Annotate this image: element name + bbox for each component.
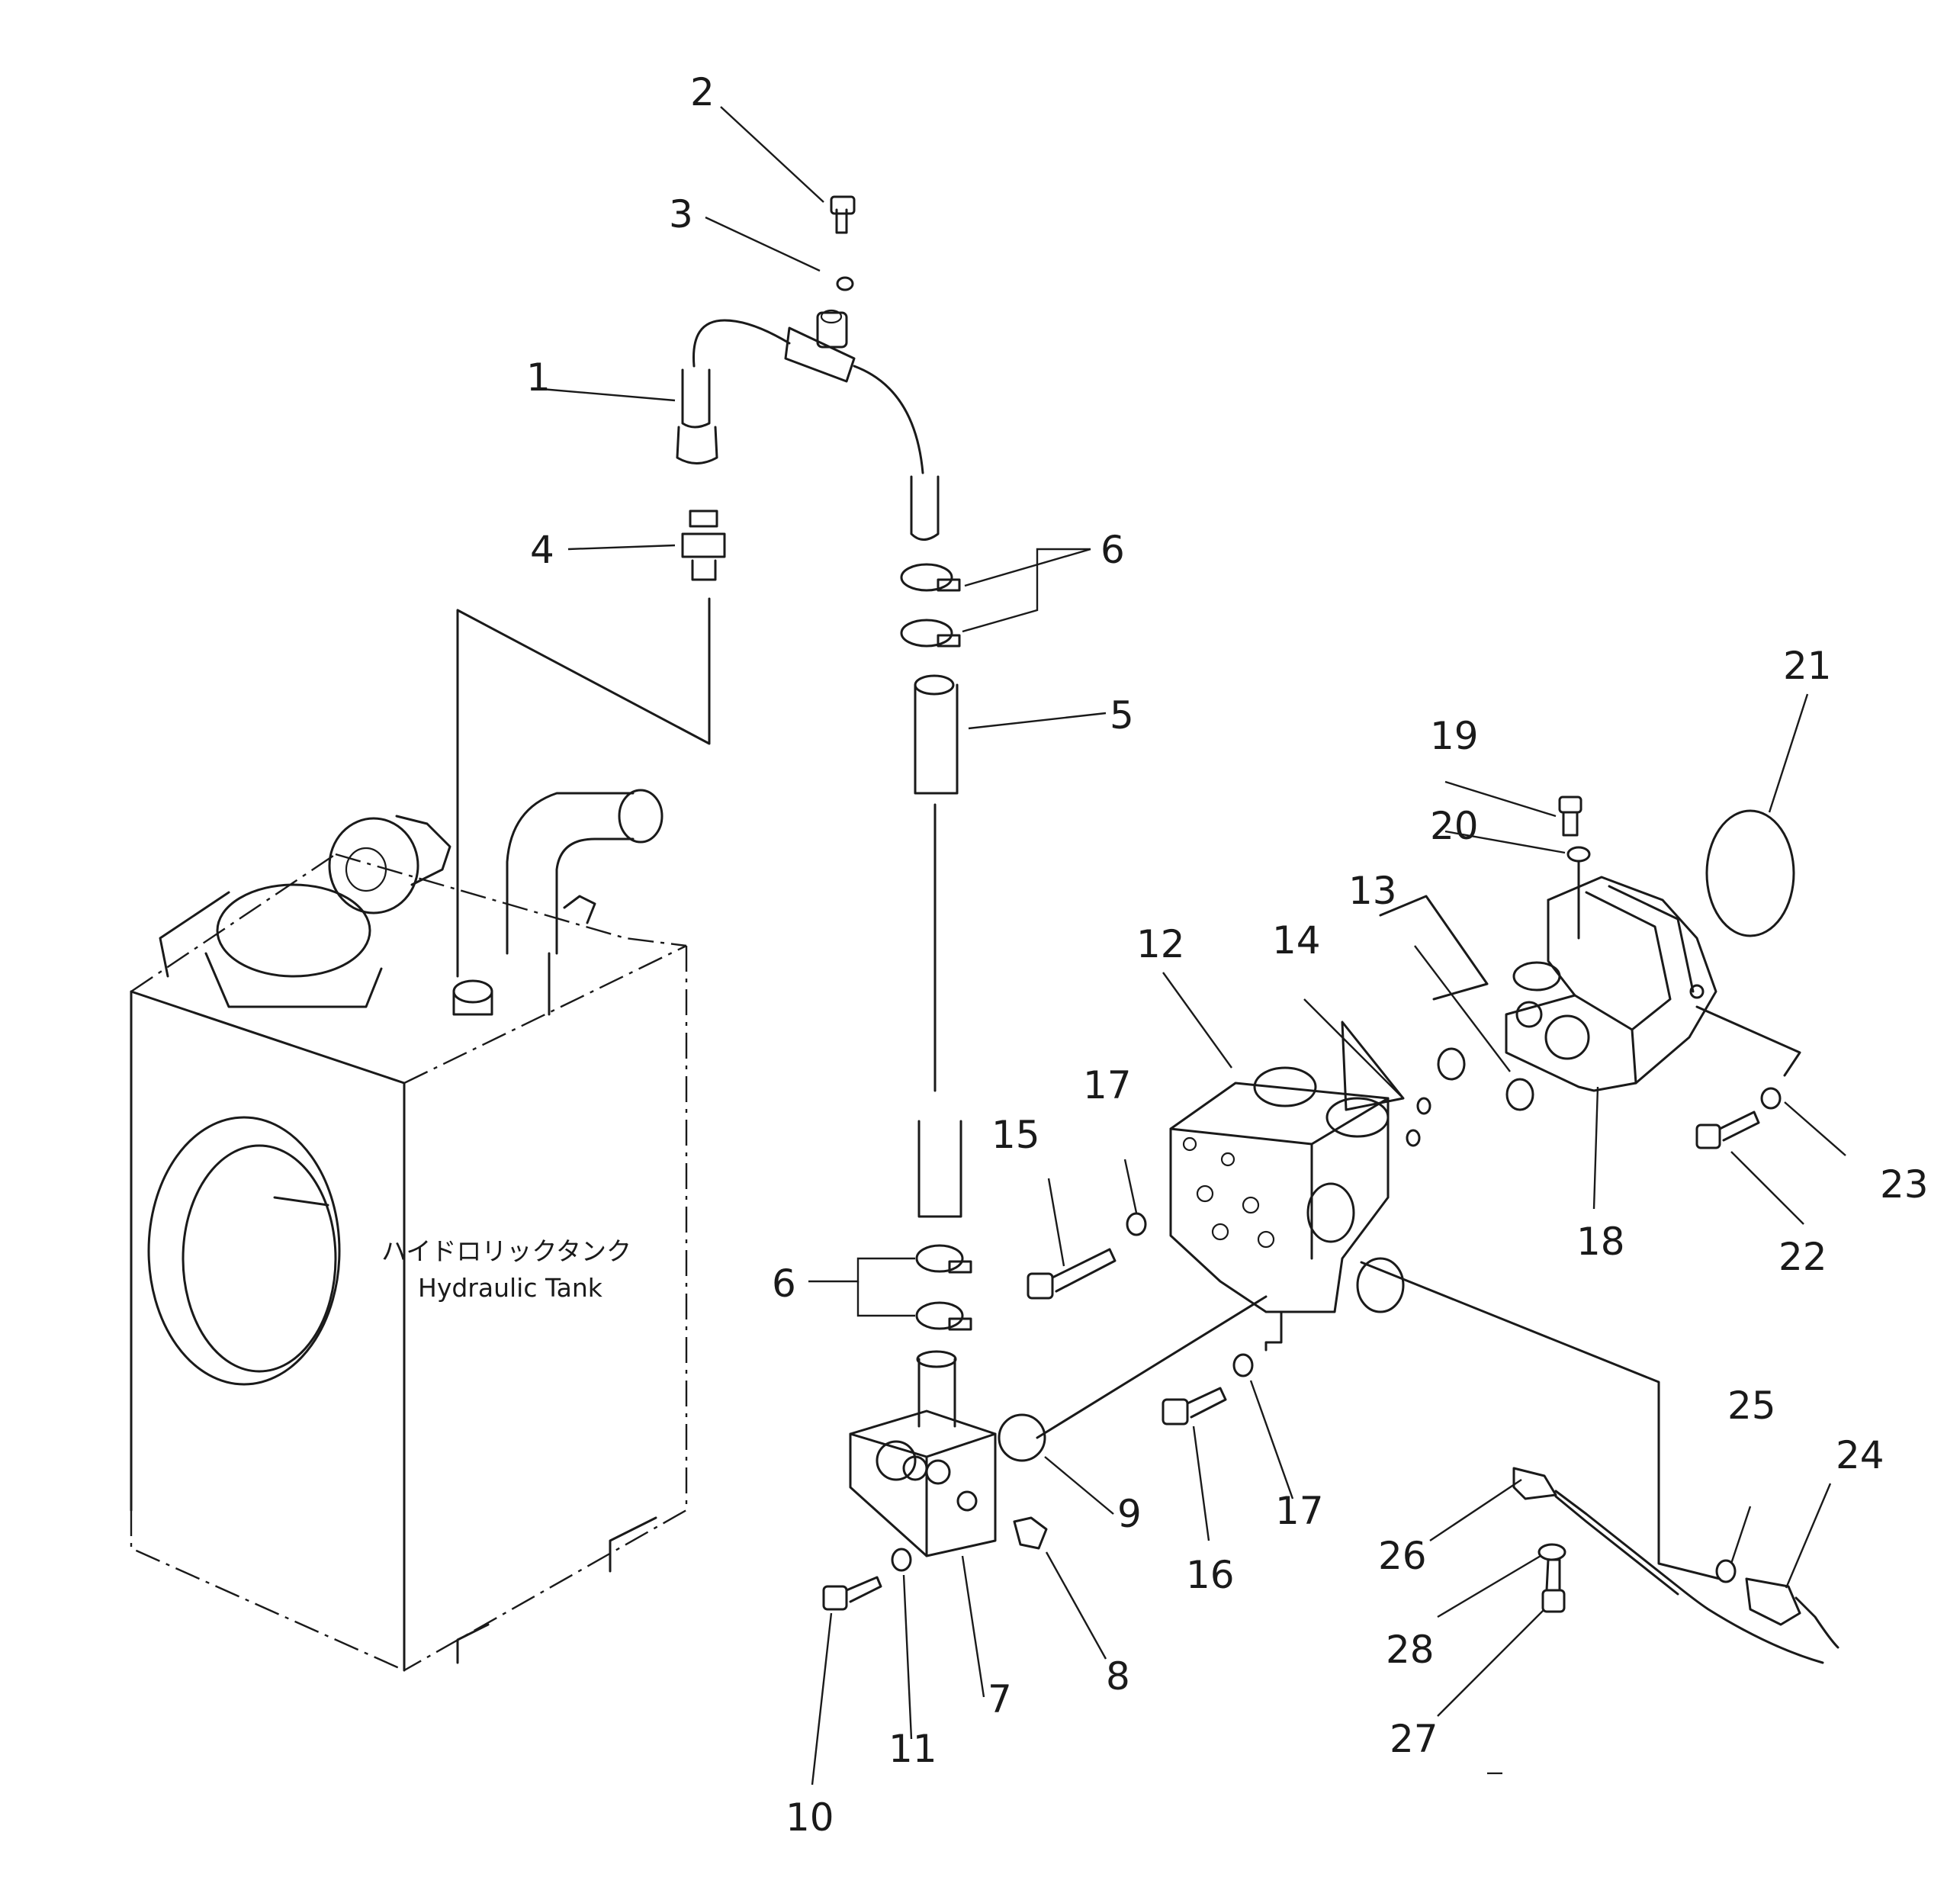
callout-12: 12	[1136, 922, 1185, 966]
callout-23: 23	[1880, 1162, 1929, 1207]
callout-20: 20	[1430, 804, 1479, 848]
callout-9: 9	[1117, 1492, 1142, 1536]
callout-1: 1	[526, 355, 551, 400]
callout-25: 25	[1727, 1384, 1776, 1428]
seal-parts	[1341, 895, 1534, 1147]
callout-21: 21	[1783, 644, 1832, 688]
callout-6a: 6	[1100, 528, 1125, 572]
hose-and-clamps	[900, 475, 972, 1428]
tank-label-japanese: ハイドロリックタンク	[381, 1236, 631, 1266]
callout-24: 24	[1836, 1433, 1884, 1477]
callout-27: 27	[1390, 1717, 1438, 1761]
callout-13: 13	[1348, 869, 1397, 913]
hydraulic-tank: ハイドロリックタンク Hydraulic Tank	[130, 789, 688, 1672]
callout-17a: 17	[1083, 1063, 1132, 1107]
callout-26: 26	[1378, 1534, 1427, 1578]
callout-28: 28	[1386, 1628, 1435, 1672]
callout-8: 8	[1106, 1654, 1130, 1699]
callout-15: 15	[991, 1113, 1040, 1157]
callout-18: 18	[1576, 1220, 1625, 1264]
pressure-switch-assembly	[456, 195, 924, 1016]
callout-4: 4	[530, 528, 554, 572]
callout-22: 22	[1778, 1235, 1827, 1279]
callout-11: 11	[888, 1727, 937, 1771]
callout-6b: 6	[772, 1262, 796, 1306]
callout-2: 2	[690, 70, 715, 114]
leader-lines	[541, 106, 1846, 1786]
callout-3: 3	[669, 192, 693, 236]
callout-10: 10	[786, 1795, 834, 1840]
pump-assembly	[1505, 796, 1801, 1149]
callout-7: 7	[988, 1677, 1012, 1721]
block-assembly	[822, 1409, 1048, 1611]
callout-17b: 17	[1275, 1489, 1324, 1533]
callout-19: 19	[1430, 714, 1479, 758]
sensor-assembly	[1512, 1467, 1840, 1664]
callout-5: 5	[1110, 693, 1134, 738]
tank-label-english: Hydraulic Tank	[418, 1273, 603, 1303]
callouts: 1 2 3 4 5 6 6 7 8 9 10 11 12 13 14 15 16…	[526, 70, 1929, 1840]
callout-16: 16	[1186, 1553, 1235, 1597]
callout-14: 14	[1272, 918, 1321, 963]
valve-block	[1027, 1066, 1721, 1580]
